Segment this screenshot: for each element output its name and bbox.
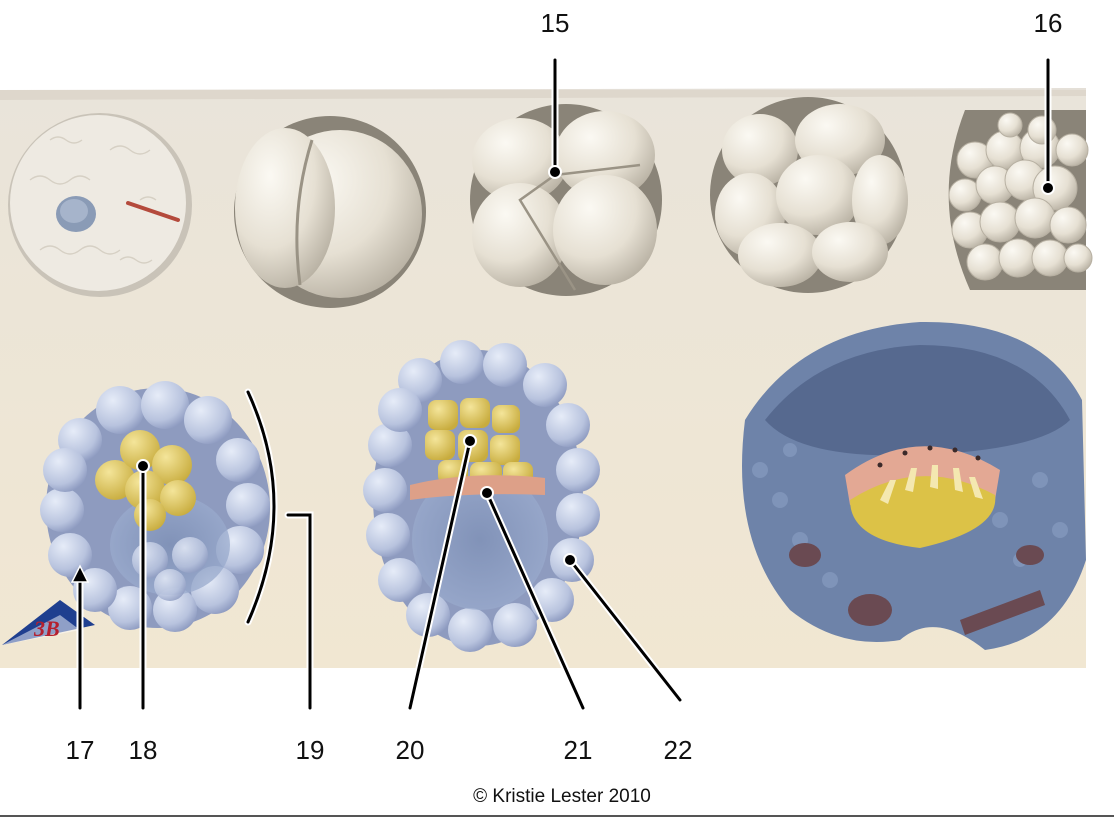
zygote-model bbox=[8, 113, 192, 297]
label-20: 20 bbox=[395, 735, 425, 765]
label-17: 17 bbox=[65, 735, 95, 765]
logo-text: 3B bbox=[33, 616, 60, 641]
label-21: 21 bbox=[563, 735, 593, 765]
two-cell-model bbox=[234, 116, 426, 308]
label-16: 16 bbox=[1033, 8, 1063, 38]
implantation-model bbox=[742, 321, 1086, 650]
3b-logo: 3B bbox=[2, 600, 95, 645]
morula-model bbox=[948, 110, 1093, 290]
blastocyst-model-2 bbox=[363, 340, 600, 652]
label-18: 18 bbox=[128, 735, 158, 765]
label-leader-lines bbox=[70, 56, 1055, 712]
label-15: 15 bbox=[540, 8, 570, 38]
blastocyst-model-1 bbox=[40, 381, 270, 632]
bottom-divider bbox=[0, 815, 1114, 817]
label-22: 22 bbox=[663, 735, 693, 765]
four-cell-model bbox=[470, 104, 662, 296]
copyright-credit: © Kristie Lester 2010 bbox=[473, 786, 651, 807]
label-19: 19 bbox=[295, 735, 325, 765]
eight-cell-model bbox=[710, 97, 908, 293]
